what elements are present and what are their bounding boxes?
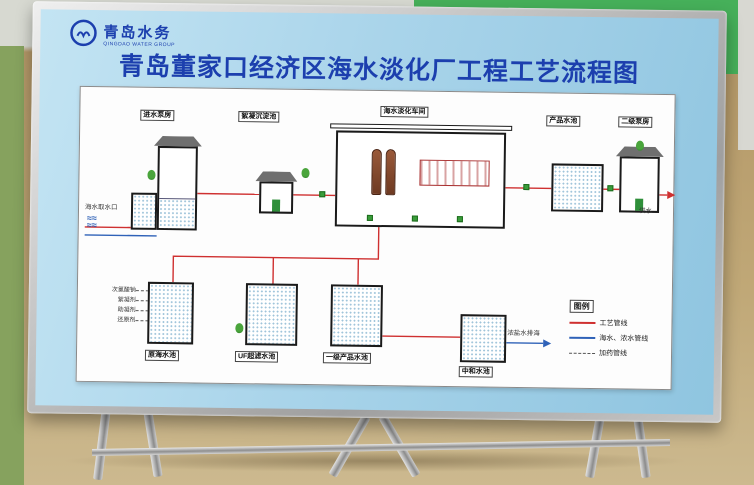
pump-icon <box>456 216 463 223</box>
supply-annotation: 供水 <box>638 207 653 215</box>
pump-icon <box>523 184 530 191</box>
legend-item: 加药管线 <box>569 348 669 359</box>
pump-icon <box>607 185 614 192</box>
pump-icon <box>319 191 326 198</box>
pump-icon <box>411 215 418 222</box>
water-logo-icon <box>68 18 98 53</box>
legend: 图例 工艺管线 海水、浓水管线 加药管线 <box>569 299 670 359</box>
discharge-annotation: 浓盐水排海 <box>507 329 540 338</box>
board-title: 青岛董家口经济区海水淡化厂工程工艺流程图 <box>118 52 640 88</box>
legend-item: 海水、浓水管线 <box>569 333 669 344</box>
intake-forebay <box>130 192 158 230</box>
legend-label: 工艺管线 <box>599 320 628 328</box>
structure-raw-seawater-tank <box>147 281 194 345</box>
tree-icon <box>635 140 645 151</box>
structure-label: 二级泵房 <box>618 116 653 128</box>
signboard: 青岛水务 QINGDAO WATER GROUP 青岛董家口经济区海水淡化厂工程… <box>27 1 727 423</box>
structure-label: 絮凝沉淀池 <box>238 111 280 123</box>
dosing-label: 次氯酸钠 <box>111 287 136 294</box>
structure-first-product-tank <box>330 284 383 348</box>
pressure-vessel-icon <box>385 149 396 196</box>
pump-icon <box>366 214 373 221</box>
structure-neutralization-tank <box>459 314 507 363</box>
structure-desalination-workshop <box>334 130 507 229</box>
red-line-icon <box>569 321 596 325</box>
tree-icon <box>301 167 310 179</box>
dosing-label: 絮凝剂 <box>117 297 136 304</box>
dosing-label: 助凝剂 <box>117 307 136 314</box>
structure-label: 产品水池 <box>546 115 581 127</box>
green-floor-strip <box>0 46 24 485</box>
tree-icon <box>147 169 156 180</box>
signboard-face: 青岛水务 QINGDAO WATER GROUP 青岛董家口经济区海水淡化厂工程… <box>35 9 719 415</box>
sea-wave-icon: ≈≈≈≈ <box>86 212 97 231</box>
structure-label: 海水淡化车间 <box>380 106 429 118</box>
blue-line-icon <box>569 336 596 340</box>
intake-annotation: 海水取水口 <box>84 203 118 212</box>
structure-intake-pump-house <box>156 145 198 231</box>
water-level <box>158 197 196 229</box>
flow-diagram-panel: ≈≈≈≈ 海水取水口 <box>75 85 676 391</box>
structure-uf-filtered-tank <box>245 283 298 346</box>
pressure-vessel-icon <box>371 148 382 196</box>
logo-text: 青岛水务 <box>103 23 172 42</box>
structure-label: 中和水池 <box>458 366 493 378</box>
wall-pillar <box>738 0 754 150</box>
dosing-label: 还原剂 <box>117 317 136 324</box>
structure-sedimentation-tank <box>258 181 294 214</box>
tree-icon <box>235 323 244 334</box>
legend-title: 图例 <box>569 299 594 314</box>
structure-label: 原海水池 <box>144 349 180 362</box>
legend-label: 加药管线 <box>598 350 628 358</box>
dashed-line-icon <box>569 352 596 354</box>
structure-label: 一级产品水池 <box>322 352 372 364</box>
ro-membrane-rack-icon <box>419 159 490 187</box>
legend-label: 海水、浓水管线 <box>599 335 649 343</box>
legend-item: 工艺管线 <box>569 318 669 329</box>
door <box>271 199 281 212</box>
logo: 青岛水务 QINGDAO WATER GROUP <box>68 18 175 54</box>
dosing-annotations: 次氯酸钠 絮凝剂 助凝剂 还原剂 <box>87 285 136 326</box>
board-shadow <box>60 450 690 472</box>
structure-product-water-tank <box>551 163 604 213</box>
structure-label: UF超滤水池 <box>234 351 279 363</box>
structure-label: 进水泵房 <box>140 109 175 122</box>
